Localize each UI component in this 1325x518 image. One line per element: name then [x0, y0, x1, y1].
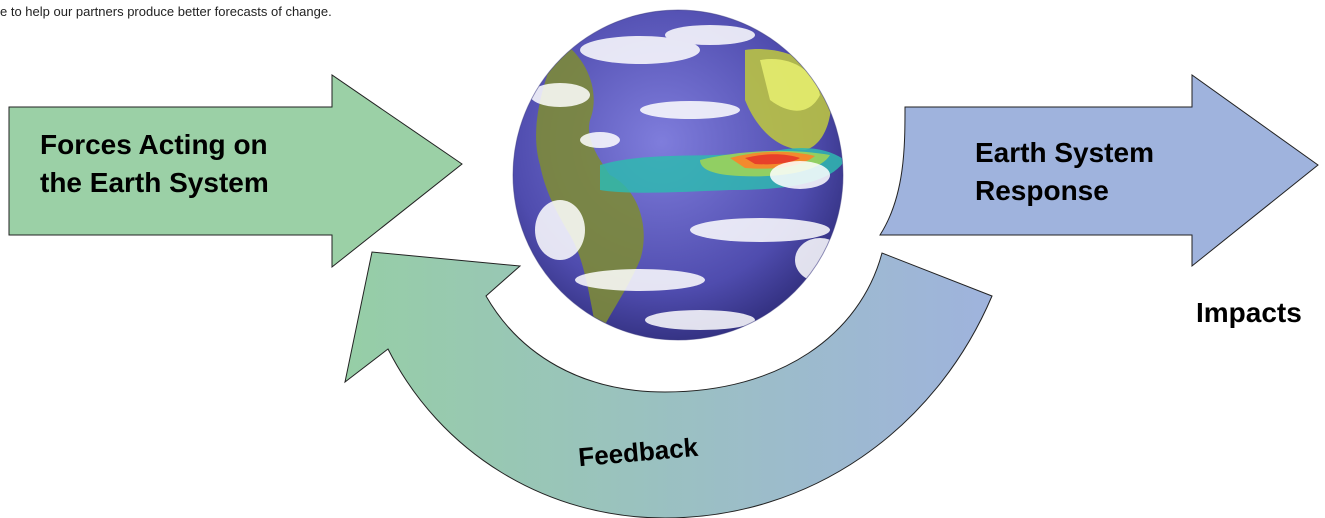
americas-land [536, 40, 644, 340]
response-arrow [879, 74, 1319, 268]
forces-label-line-2: the Earth System [40, 167, 269, 198]
caption-text: e to help our partners produce better fo… [0, 4, 332, 19]
response-label-line-2: Response [975, 175, 1109, 206]
response-label-line-1: Earth System [975, 137, 1154, 168]
feedback-arrow [344, 251, 993, 518]
forces-arrow [8, 74, 463, 269]
earth-globe-image [512, 9, 844, 341]
forces-label-line-1: Forces Acting on [40, 129, 268, 160]
impacts-label: Impacts [1196, 297, 1302, 328]
